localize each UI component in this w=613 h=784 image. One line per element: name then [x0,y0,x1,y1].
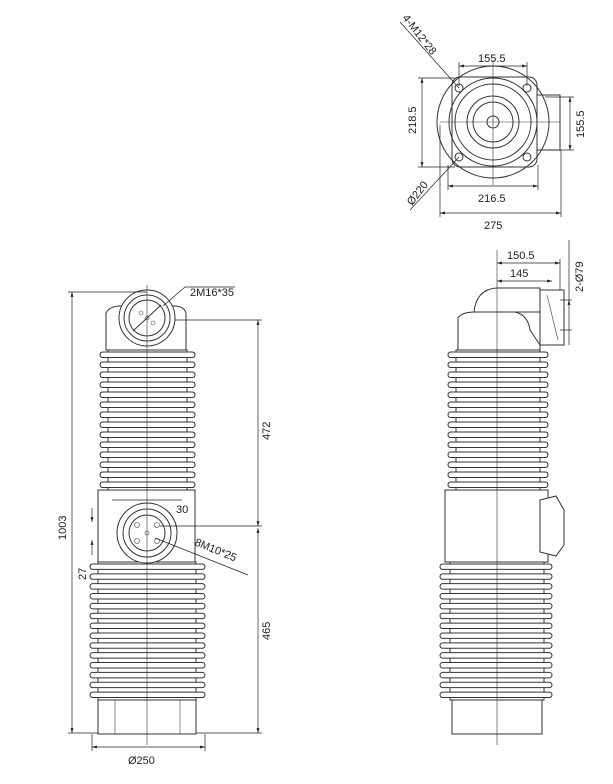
side-view: 150.5 145 2-Ø79 [439,240,586,745]
shed [447,381,549,388]
shed [89,652,206,659]
shed [447,451,549,458]
side-head [457,311,541,351]
shed [89,573,206,580]
shed [99,451,196,458]
dim-offset-30: 30 [176,504,188,516]
dim-150-5: 150.5 [507,250,535,262]
shed [89,593,206,600]
shed [439,593,553,600]
side-top-terminal-box [539,289,565,346]
shed [99,361,196,368]
shed-core [107,349,188,491]
shed [89,632,206,639]
shed [89,563,206,570]
shed [447,371,549,378]
dim-base-dia: Ø250 [128,755,155,767]
shed [99,461,196,468]
shed [99,471,196,478]
shed [89,671,206,679]
dim-bolt-pitch-right: 155.5 [575,110,587,138]
shed [439,652,553,659]
shed [447,461,549,468]
shed [99,381,196,388]
shed [439,612,553,620]
side-lower-sheds [439,561,553,701]
shed [439,681,553,689]
side-terminal-callout: 8M10*25 [193,537,238,565]
shed [439,602,553,610]
front-lower-sheds [89,561,206,701]
shed [89,691,206,699]
shed [99,431,196,438]
shed [89,662,206,669]
shed-core [455,349,541,491]
dim-overall-height: 1003 [57,516,69,540]
dim-bolt-pitch-top: 155.5 [478,53,506,65]
shed [439,583,553,590]
shed [89,612,206,620]
shed [439,691,553,699]
shed [439,563,553,570]
shed [447,431,549,438]
shed [447,391,549,398]
dim-upper-height: 472 [261,422,273,440]
bolt-callout: 4-M12*28 [400,12,439,57]
shed [439,642,553,649]
shed [447,351,549,358]
shed [439,622,553,630]
shed [447,361,549,368]
shed [99,371,196,378]
shed [447,411,549,418]
side-middle-body [444,489,549,563]
shed [99,441,196,448]
circle-dia-callout: Ø220 [405,179,431,208]
shed [99,481,196,488]
shed [447,421,549,428]
shed [89,602,206,610]
side-terminal-box [539,495,565,557]
shed [99,391,196,398]
shed [89,642,206,649]
shed [439,671,553,679]
shed [99,401,196,408]
shed [439,632,553,639]
dim-overall-width: 275 [484,220,502,232]
front-view: 1003 472 465 30 27 Ø250 2M16*35 8M10*25 [57,285,273,767]
shed [99,421,196,428]
shed [89,622,206,630]
front-upper-sheds [99,349,196,491]
top-view: 155.5 218.5 155.5 216.5 275 4-M12*28 Ø22… [400,12,587,232]
dim-height: 218.5 [407,106,419,134]
side-upper-sheds [447,349,549,491]
shed [99,351,196,358]
dim-flange-width: 216.5 [478,193,506,205]
shed [447,441,549,448]
shed [439,573,553,580]
dim-145: 145 [510,268,528,280]
bolt-hole [522,152,532,162]
shed [99,411,196,418]
dim-offset-27: 27 [77,568,89,580]
shed [89,681,206,689]
shed [447,471,549,478]
shed [439,662,553,669]
shed [447,401,549,408]
hole-callout: 2-Ø79 [574,261,586,292]
shed [447,481,549,488]
shed [89,583,206,590]
dim-lower-height: 465 [261,622,273,640]
top-terminal-callout: 2M16*35 [190,287,234,299]
side-elbow [473,287,541,313]
